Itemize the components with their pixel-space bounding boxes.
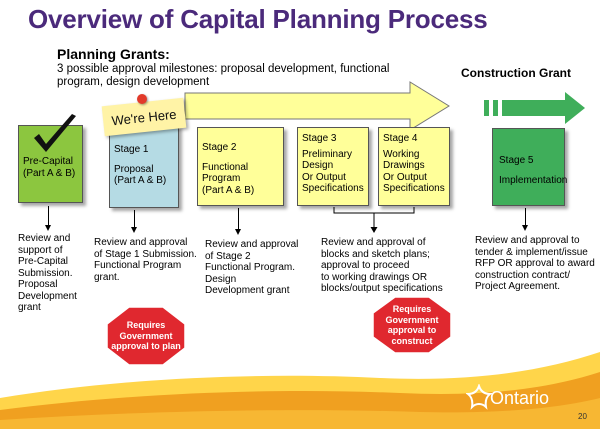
stop-sign-plan: Requires Government approval to plan bbox=[106, 306, 186, 366]
stage-4-body: Working Drawings Or Output Specification… bbox=[383, 148, 445, 195]
pin-icon bbox=[137, 94, 147, 104]
arrow-stage-5 bbox=[522, 208, 528, 231]
page-number: 20 bbox=[578, 412, 587, 421]
desc-pre-capital: Review and support of Pre-Capital Submis… bbox=[18, 233, 77, 313]
stage-2: Stage 2 Functional Program (Part A & B) bbox=[197, 127, 284, 206]
stage-1-body: Proposal (Part A & B) bbox=[114, 163, 167, 187]
stage-3: Stage 3 Preliminary Design Or Output Spe… bbox=[297, 127, 369, 206]
planning-grants-heading: Planning Grants: bbox=[57, 46, 170, 62]
desc-stage-5: Review and approval to tender & implemen… bbox=[475, 235, 595, 292]
desc-stage-1: Review and approval of Stage 1 Submissio… bbox=[94, 237, 197, 283]
checkmark-icon bbox=[34, 114, 76, 152]
stage-4-label: Stage 4 bbox=[383, 133, 418, 144]
arrow-stage-2 bbox=[235, 208, 241, 235]
stage-1-label: Stage 1 bbox=[114, 144, 149, 155]
stage-5: Stage 5 Implementation bbox=[492, 128, 568, 206]
stop-sign-plan-text: Requires Government approval to plan bbox=[111, 320, 181, 352]
arrow-pre-capital bbox=[45, 206, 51, 231]
stop-sign-construct: Requires Government approval to construc… bbox=[372, 296, 452, 354]
stage-5-body: Implementation bbox=[499, 174, 568, 186]
ontario-logo-text: Ontario bbox=[490, 388, 550, 408]
planning-grants-description: 3 possible approval milestones: proposal… bbox=[57, 63, 390, 88]
desc-stage-2: Review and approval of Stage 2 Functiona… bbox=[205, 239, 299, 296]
desc-stage-3-4: Review and approval of blocks and sketch… bbox=[321, 237, 443, 294]
stage-1: Stage 1 Proposal (Part A & B) bbox=[109, 125, 179, 208]
page-title: Overview of Capital Planning Process bbox=[28, 4, 488, 34]
stage-3-label: Stage 3 bbox=[302, 133, 337, 144]
stage-pre-capital-label: Pre-Capital (Part A & B) bbox=[23, 156, 76, 179]
stage-4: Stage 4 Working Drawings Or Output Speci… bbox=[378, 127, 450, 206]
stage-5-label: Stage 5 bbox=[499, 155, 534, 166]
stop-sign-construct-text: Requires Government approval to construc… bbox=[385, 304, 439, 346]
arrow-stage-1 bbox=[131, 210, 137, 233]
stage-pre-capital: Pre-Capital (Part A & B) bbox=[18, 125, 83, 203]
stage-2-label: Stage 2 bbox=[202, 142, 237, 153]
construction-grant-heading: Construction Grant bbox=[461, 66, 571, 80]
stage-2-body: Functional Program (Part A & B) bbox=[202, 161, 255, 196]
stage-3-body: Preliminary Design Or Output Specificati… bbox=[302, 148, 364, 195]
ontario-trillium-icon bbox=[466, 384, 492, 410]
